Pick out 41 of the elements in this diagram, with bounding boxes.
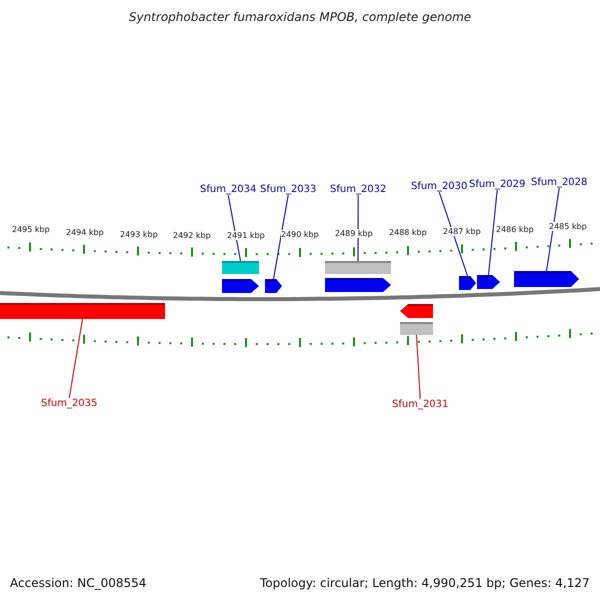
gene-bar [325, 261, 391, 274]
footer-text: Topology: circular; Length: 4,990,251 bp; Genes: 4,127 [260, 576, 590, 590]
gene-label: Sfum_2028 [531, 177, 588, 188]
gene-block [514, 271, 579, 287]
gene-label: Sfum_2035 [41, 398, 98, 409]
gene-label: Sfum_2032 [330, 184, 386, 195]
footer-text: Accession: NC_008554 [10, 576, 146, 590]
title: Syntrophobacter fumaroxidans MPOB, complete genome [128, 10, 472, 24]
gene-block [222, 279, 259, 293]
gene-bar [0, 303, 165, 319]
gene-block [265, 279, 282, 293]
scale-label: 2486 kbp [496, 225, 534, 234]
gene-block [477, 275, 500, 289]
gene-block [459, 276, 476, 290]
leader-line [488, 190, 498, 276]
leader-line [358, 194, 359, 262]
scale-label: 2488 kbp [389, 228, 427, 237]
gene-label: Sfum_2029 [469, 179, 526, 190]
leader-line [546, 188, 560, 272]
leader-line [416, 334, 421, 400]
gene-block [400, 304, 433, 318]
gene-label: Sfum_2030 [411, 181, 468, 192]
leader-line [438, 192, 468, 276]
scale-label: 2492 kbp [173, 231, 211, 240]
scale-label: 2491 kbp [227, 231, 265, 240]
gene-label: Sfum_2031 [392, 399, 448, 410]
scale-label: 2487 kbp [443, 227, 481, 236]
gene-block [325, 278, 391, 292]
scale-label: 2493 kbp [120, 230, 158, 239]
leader-line [228, 194, 241, 262]
gene-bar [400, 322, 433, 335]
gene-label: Sfum_2033 [260, 184, 316, 195]
leader-line [68, 318, 83, 398]
scale-label: 2494 kbp [66, 228, 104, 237]
scale-label: 2489 kbp [335, 229, 373, 238]
gene-bar [222, 261, 259, 274]
scale-label: 2490 kbp [281, 230, 319, 239]
gene-label: Sfum_2034 [200, 184, 256, 195]
scale-label: 2485 kbp [549, 222, 587, 231]
leader-line [273, 194, 289, 280]
scale-label: 2495 kbp [12, 225, 50, 234]
